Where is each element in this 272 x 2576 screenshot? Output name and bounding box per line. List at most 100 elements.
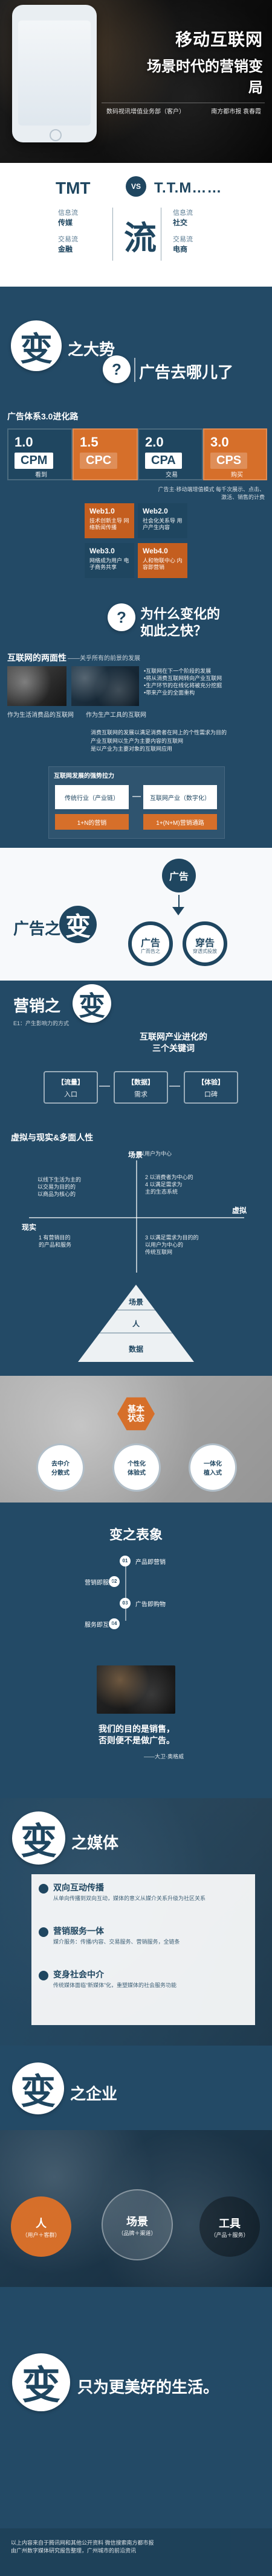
appearance-item-4: 服务即互动 <box>85 1622 115 1629</box>
quadrant-bl-2: 的产品和服务 <box>39 1242 72 1248</box>
basic-state-title-1: 基本 <box>128 1404 144 1414</box>
consumer-internet-image <box>7 666 66 706</box>
enterprise-circle-2-title: 场景 <box>126 2215 148 2228</box>
basic-state-item-2-line1: 个性化 <box>128 1461 146 1468</box>
enterprise-circle-1: 人 （用户＋客群） <box>11 2196 71 2257</box>
axis-right: 虚拟 <box>232 1206 247 1215</box>
enterprise-section: 变 之企业 人 （用户＋客群） 场景 （品牌＋渠道） 工具 （产品＋服务） <box>0 2046 272 2299</box>
virtual-title: 虚拟与现实&多面人性 <box>11 1133 94 1142</box>
big-change-character: 变 <box>20 331 53 367</box>
stage-1-sub: 看到 <box>35 472 47 479</box>
pyramid-top-label: 场景 <box>128 1298 143 1306</box>
tmt-right-word-4: 电商 <box>173 245 188 253</box>
stage-3-sub: 交易 <box>166 472 178 479</box>
big-change-section: 变 之大势 ? 广告去哪儿了 <box>0 287 272 404</box>
step-1: 【流量】 入口 <box>44 1071 98 1104</box>
ad-top-stem <box>178 895 180 911</box>
media-item-3-bullet <box>39 1971 48 1980</box>
basic-state-item-1-line2: 分散式 <box>51 1470 70 1477</box>
duality-right-text-4: •带来产业的全面重构 <box>144 690 195 696</box>
quadrant-y-axis <box>136 1160 137 1273</box>
cover-title: 移动互联网 场景时代的营销变局 <box>145 27 263 97</box>
tmt-section: TMT VS T.T.M…… 信息流 传媒 交易流 金融 信息流 社交 交易流 … <box>0 163 272 287</box>
marketing-change-section: 营销之 变 E1：产生影响力的方式 互联网产业进化的 三个关键词 【流量】 入口… <box>0 981 272 1131</box>
web-3-title: Web3.0 <box>89 547 115 555</box>
duality-mid-text-1: 消费互联网的发展以满足消费者在网上的个性需求为目的 <box>91 730 227 736</box>
enterprise-circle-3: 工具 （产品＋服务） <box>199 2196 260 2257</box>
enterprise-circle-3-title: 工具 <box>219 2217 241 2230</box>
appearance-section: 变之表象 01 产品即营销 02 营销即服务 03 广告即购物 04 服务即互动… <box>0 1503 272 1798</box>
duality-subtitle: ——关乎所有的前景的发展 <box>68 655 140 662</box>
quote-text: 我们的目的是销售， 否则便不是做广告。 <box>76 1723 197 1746</box>
phone-mockup <box>12 5 97 142</box>
cover-subtitle-bar: 数码视讯增值业务部（客户） 南方都市报 袁春霞 <box>102 103 265 116</box>
ad-change-section: 广告之 变 广告 广告 广而告之 穿告 穿透式投放 <box>0 848 272 981</box>
web-1-desc: 技术创新主导 网络新闻传播 <box>89 518 129 530</box>
basic-state-item-1: 去中介 分散式 <box>36 1443 85 1492</box>
web-1: Web1.0 技术创新主导 网络新闻传播 <box>85 503 134 538</box>
duality-diagram-right: 互联网产业（数字化） <box>143 785 217 809</box>
footer-band <box>0 2528 272 2576</box>
ad-left-circle: 广告 广而告之 <box>128 921 173 966</box>
web-2-desc: 社会化关系导 用户产生内容 <box>143 518 183 530</box>
ad30-footnote: 广告主·移动端增值模式 每千次展示、点击、激活、销售的计费 <box>158 486 265 500</box>
quadrant-tr-3: 主的生态系统 <box>145 1189 178 1195</box>
quadrant-bl: 1 有营销目的 的产品和服务 <box>39 1234 129 1248</box>
duality-diagram-connector <box>132 796 141 797</box>
stage-3-num: 2.0 <box>145 434 164 450</box>
pyramid: 场景 人 数据 <box>76 1281 196 1366</box>
quadrant-br-3: 传统互联网 <box>145 1249 173 1256</box>
quadrant-bl-1: 1 有营销目的 <box>39 1235 71 1241</box>
cover-subtitle-left: 数码视讯增值业务部（客户） <box>106 109 185 115</box>
tmt-right-word-3: 交易流 <box>173 236 193 243</box>
footer-line-1: 以上内容来自于腾讯网和其他公开资料 微信搜索南方都市报 <box>11 2540 154 2546</box>
cover-section: 移动互联网 场景时代的营销变局 数码视讯增值业务部（客户） 南方都市报 袁春霞 <box>0 0 272 163</box>
appearance-title: 变之表象 <box>109 1527 163 1542</box>
duality-mid-text: 消费互联网的发展以满足消费者在网上的个性需求为目的 产业互联网以生产为主要内容的… <box>91 729 264 754</box>
production-internet-image <box>71 666 139 706</box>
appearance-item-3: 广告即购物 <box>135 1601 166 1608</box>
final-circle: 变 <box>12 2353 70 2411</box>
media-circle: 变 <box>12 1811 65 1865</box>
ad30-stages: 1.0 CPM 看到 1.5 CPC 2.0 CPA 交易 3.0 CPS 购买 <box>7 428 267 480</box>
duality-images <box>7 666 139 706</box>
step-2-sub: 需求 <box>134 1091 147 1098</box>
tmt-left-divider <box>112 208 113 261</box>
flow-center-word: 流 <box>124 220 157 256</box>
tmt-left-word-2: 传媒 <box>58 218 73 227</box>
duality-diagram-bottom-left: 1+N的营销 <box>55 814 129 830</box>
media-character: 变 <box>21 1821 57 1862</box>
ad-right-circle: 穿告 穿透式投放 <box>183 921 227 966</box>
ad-left-sub: 广而告之 <box>141 949 160 954</box>
web-2-title: Web2.0 <box>143 507 168 515</box>
enterprise-circle-1-sub: （用户＋客群） <box>22 2231 60 2238</box>
appearance-spine <box>125 1566 126 1621</box>
why-text: 为什么变化的 如此之快？ <box>140 606 220 639</box>
enterprise-circle-2: 场景 （品牌＋渠道） <box>102 2189 173 2260</box>
media-item-2-title: 营销服务一体 <box>53 1926 104 1936</box>
footer-text: 以上内容来自于腾讯网和其他公开资料 微信搜索南方都市报 由广州数字媒体研究报告整… <box>11 2539 261 2554</box>
step-3-sub: 口碑 <box>204 1091 218 1098</box>
final-section: 变 只为更美好的生活。 以上内容来自于腾讯网和其他公开资料 微信搜索南方都市报 … <box>0 2299 272 2576</box>
stage-4-sub: 购买 <box>231 472 243 479</box>
step-3: 【体验】 口碑 <box>184 1071 238 1104</box>
marketing-character: 变 <box>79 991 105 1021</box>
appearance-dot-4: 04 <box>109 1618 120 1629</box>
evolution-title-2: 三个关键词 <box>152 1043 195 1053</box>
ad-where-question: 广告去哪儿了 <box>139 363 234 381</box>
question-icon: ? <box>103 355 131 383</box>
cover-subtitle-right: 南方都市报 袁春霞 <box>211 109 261 115</box>
ad-change-circle: 变 <box>59 906 97 943</box>
tmt-right-word-2: 社交 <box>173 218 188 227</box>
phone-screen <box>18 21 91 126</box>
quadrant-tl-1: 以线下生活为主的 <box>37 1177 82 1183</box>
enterprise-character: 变 <box>20 2072 56 2111</box>
enterprise-circle: 变 <box>12 2062 64 2114</box>
basic-state-item-3: 一体化 植入式 <box>189 1443 237 1492</box>
quadrant-tr-1: 2 以消费者为中心的 <box>145 1174 193 1180</box>
ad-top-arrow <box>172 907 184 915</box>
web-2: Web2.0 社会化关系导 用户产生内容 <box>138 503 187 538</box>
media-item-3-desc: 传统媒体面临“新媒体”化，重塑媒体的社会服务功能 <box>53 1982 176 1988</box>
basic-state-section: 基本 状态 去中介 分散式 个性化 体验式 一体化 植入式 <box>0 1376 272 1503</box>
